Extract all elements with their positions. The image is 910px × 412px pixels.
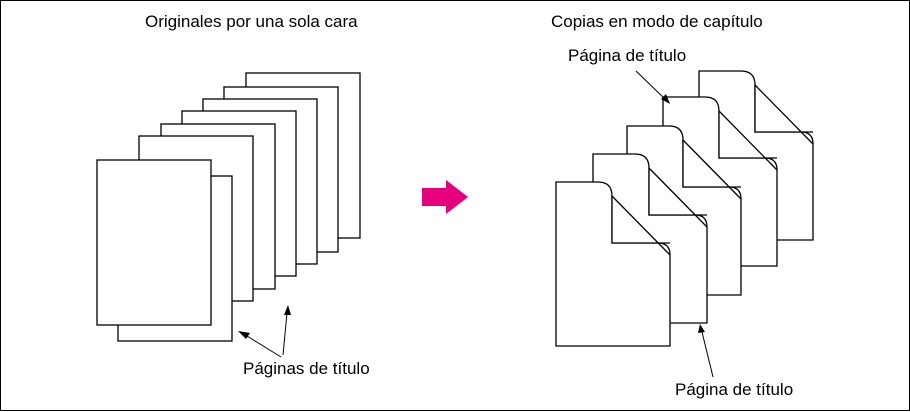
right-arrow-icon (422, 180, 468, 214)
callout-line (701, 331, 714, 378)
title-pages-callout: Páginas de título (243, 359, 370, 378)
callout-line (635, 70, 667, 101)
left-panel-title: Originales por una sola cara (145, 12, 358, 31)
arrowhead (661, 94, 670, 104)
arrowhead (698, 324, 705, 333)
arrowhead (284, 305, 291, 315)
title-page-callout-top: Página de título (568, 46, 687, 65)
title-page-copy (555, 181, 671, 347)
original-sheet (96, 159, 212, 326)
title-page-callout-bottom: Página de título (675, 380, 794, 399)
right-panel-title: Copias en modo de capítulo (551, 12, 763, 31)
callout-line (282, 312, 288, 356)
callout-line (246, 335, 282, 358)
arrowhead (238, 331, 250, 339)
